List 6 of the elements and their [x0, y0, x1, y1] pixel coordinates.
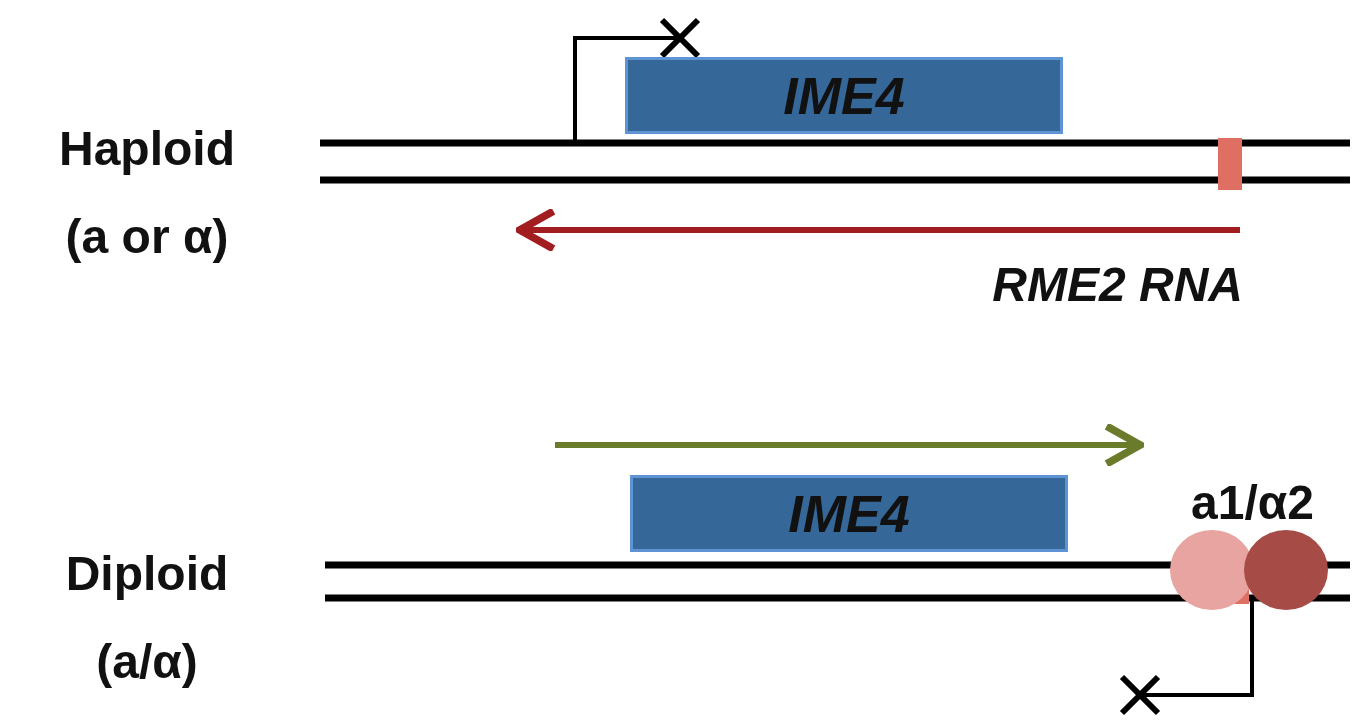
- protein-label: a1/α2: [1190, 475, 1315, 531]
- row-label: Haploid (a or α): [58, 121, 236, 265]
- transcript-label: RME2 RNA: [991, 257, 1243, 313]
- gene-box: IME4: [625, 57, 1063, 134]
- row-label: Diploid (a/α): [64, 546, 230, 690]
- gene-box: IME4: [630, 475, 1068, 552]
